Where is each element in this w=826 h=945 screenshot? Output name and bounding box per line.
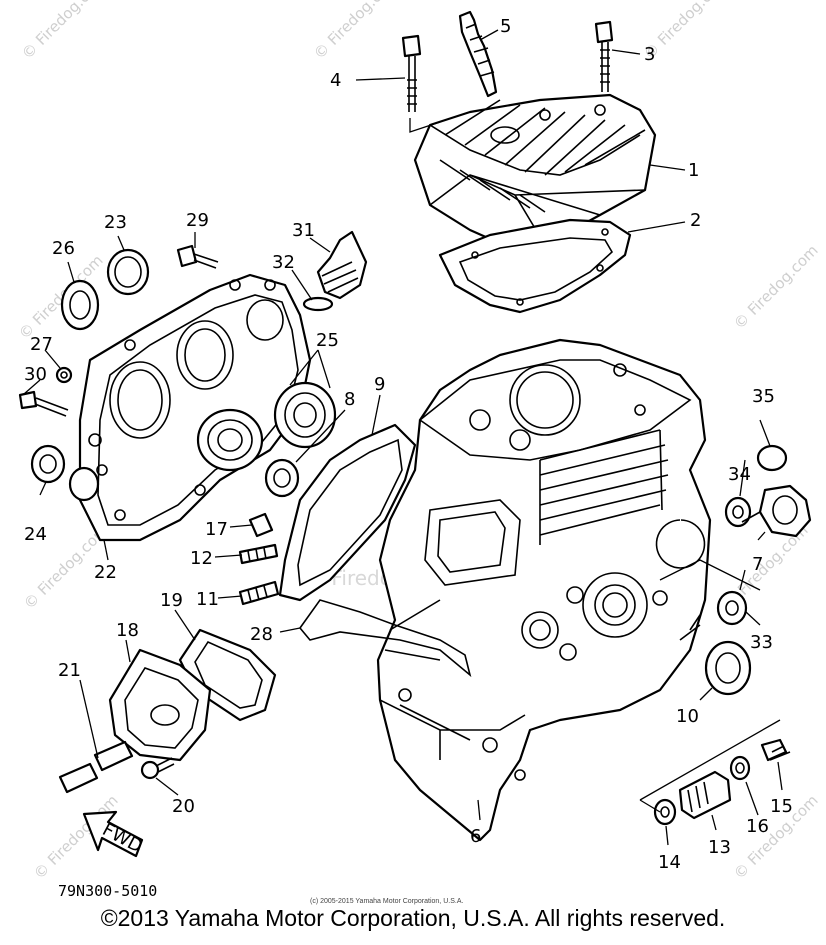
callout-35: 35 (752, 386, 775, 407)
callout-12: 12 (190, 548, 213, 569)
callout-labels: 1 2 3 4 5 6 7 8 9 10 11 12 13 14 15 16 1… (24, 16, 793, 873)
callout-5: 5 (500, 16, 511, 37)
washer-27 (55, 366, 73, 384)
stud-12 (238, 543, 279, 565)
callout-26: 26 (52, 238, 75, 259)
leader-lines (23, 29, 783, 846)
spark-plug (458, 10, 498, 98)
footer-copyright: ©2013 Yamaha Motor Corporation, U.S.A. A… (100, 905, 726, 931)
head-bolt-4 (401, 34, 441, 133)
callout-8: 8 (344, 389, 355, 410)
callout-28: 28 (250, 624, 273, 645)
plug-24 (30, 444, 66, 484)
cap-7 (741, 484, 812, 538)
callout-27: 27 (30, 334, 53, 355)
callout-3: 3 (644, 44, 655, 65)
callout-21: 21 (58, 660, 81, 681)
drain-bolt-15 (760, 738, 791, 762)
callout-11: 11 (196, 589, 219, 610)
crankcase-cover (78, 273, 312, 542)
oil-seal-8 (264, 458, 300, 498)
drain-fitting-13 (678, 770, 732, 820)
oil-seal-26 (60, 279, 100, 331)
cylinder-head (413, 93, 657, 252)
screw-20 (140, 757, 175, 780)
drawing-code: 79N300-5010 (58, 882, 157, 900)
callout-34: 34 (728, 464, 751, 485)
callout-33: 33 (750, 632, 773, 653)
callout-10: 10 (676, 706, 699, 727)
callout-32: 32 (272, 252, 295, 273)
case-gasket (278, 423, 417, 602)
callout-20: 20 (172, 796, 195, 817)
dowel-21 (58, 740, 134, 794)
callout-14: 14 (658, 852, 681, 873)
callout-22: 22 (94, 562, 117, 583)
callout-17: 17 (205, 519, 228, 540)
small-copyright: (c) 2005-2015 Yamaha Motor Corporation, … (310, 898, 463, 905)
oil-seal-10 (704, 640, 752, 696)
oil-filler-cap (316, 230, 368, 300)
callout-9: 9 (374, 374, 385, 395)
crankcase-block (376, 338, 712, 842)
callout-1: 1 (688, 160, 699, 181)
callout-16: 16 (746, 816, 769, 837)
fwd-label: FWD (99, 819, 146, 857)
bolt-29 (176, 244, 219, 269)
head-gasket (438, 218, 632, 314)
callout-23: 23 (104, 212, 127, 233)
fwd-arrow: FWD (82, 810, 146, 857)
callout-25: 25 (316, 330, 339, 351)
callout-2: 2 (690, 210, 701, 231)
seal-ring-23 (106, 248, 150, 296)
head-bolt-3 (594, 20, 614, 92)
ball-bearing-25a (196, 408, 264, 472)
washer-16 (729, 755, 751, 781)
seal-33 (716, 590, 748, 626)
watermark: © Firedog.com (18, 0, 110, 63)
watermark: © Firedog.com (310, 0, 402, 63)
washer-14 (653, 798, 677, 826)
stud-11 (238, 580, 280, 606)
ball-bearing-25b (273, 381, 337, 449)
watermark: © Firedog.com (730, 241, 822, 333)
callout-4: 4 (330, 70, 341, 91)
callout-15: 15 (770, 796, 793, 817)
callout-18: 18 (116, 620, 139, 641)
dowel-pin-17 (248, 512, 274, 538)
o-ring-32 (302, 296, 334, 312)
callout-29: 29 (186, 210, 209, 231)
callout-24: 24 (24, 524, 47, 545)
callout-31: 31 (292, 220, 315, 241)
seal-34 (724, 496, 752, 528)
callout-19: 19 (160, 590, 183, 611)
plug-35 (756, 444, 788, 472)
callout-13: 13 (708, 837, 731, 858)
bolt-30 (18, 390, 69, 417)
gasket-28 (298, 599, 472, 678)
callout-7: 7 (752, 554, 763, 575)
callout-6: 6 (470, 826, 481, 847)
callout-30: 30 (24, 364, 47, 385)
seal-cover (68, 466, 100, 502)
